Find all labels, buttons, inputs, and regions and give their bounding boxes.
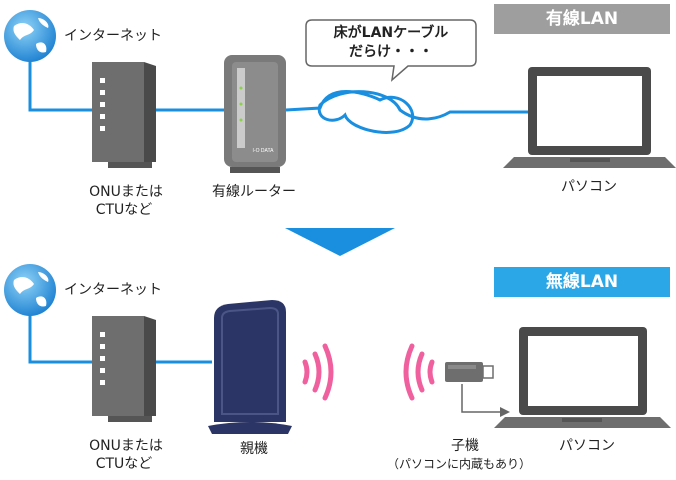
wifi-signal-icon [302, 343, 334, 401]
usb-wifi-adapter-icon [445, 362, 494, 382]
bubble-text-line1: 床がLANケーブル [333, 25, 449, 41]
internet-label-2: インターネット [64, 282, 162, 298]
cable-internet-onu-2 [28, 310, 92, 364]
bubble-text-line2: だらけ・・・ [349, 44, 433, 60]
child-label: 子機 [451, 438, 479, 454]
pc-label-2: パソコン [559, 438, 615, 454]
onu-label-line2-2: CTUなど [95, 456, 153, 472]
router-brand-text: I-O DATA [253, 148, 275, 154]
wifi-signal-icon-2 [403, 343, 435, 401]
tangled-lan-cable [285, 90, 560, 134]
wireless-parent-router-icon [208, 300, 292, 434]
onu-label-line2: CTUなど [95, 202, 153, 218]
transition-arrow-icon [285, 228, 395, 256]
onu-device-icon-2 [92, 316, 156, 422]
onu-device-icon [92, 62, 156, 168]
wired-lan-badge-label: 有線LAN [545, 9, 619, 29]
globe-icon-2 [4, 264, 56, 316]
bubble-text: 床がLANケーブル だらけ・・・ [306, 24, 476, 62]
laptop-icon [503, 67, 676, 168]
wired-router-label: 有線ルーター [212, 184, 296, 200]
connector-line [461, 384, 500, 413]
wired-lan-badge: 有線LAN [494, 4, 670, 34]
onu-label-line1: ONUまたは [89, 184, 163, 200]
speech-bubble [305, 19, 477, 82]
wired-router-icon [224, 55, 286, 173]
pc-label: パソコン [561, 179, 617, 195]
arrow-right-icon [500, 407, 510, 417]
internet-label: インターネット [64, 28, 162, 44]
wireless-lan-badge-label: 無線LAN [545, 272, 619, 292]
child-note: （パソコンに内蔵もあり） [386, 457, 532, 471]
onu-label-line1-2: ONUまたは [89, 438, 163, 454]
parent-label: 親機 [240, 441, 268, 457]
globe-icon [4, 10, 56, 62]
wireless-lan-badge: 無線LAN [494, 267, 670, 297]
laptop-icon-2 [494, 327, 671, 428]
cable-internet-onu [28, 60, 92, 112]
